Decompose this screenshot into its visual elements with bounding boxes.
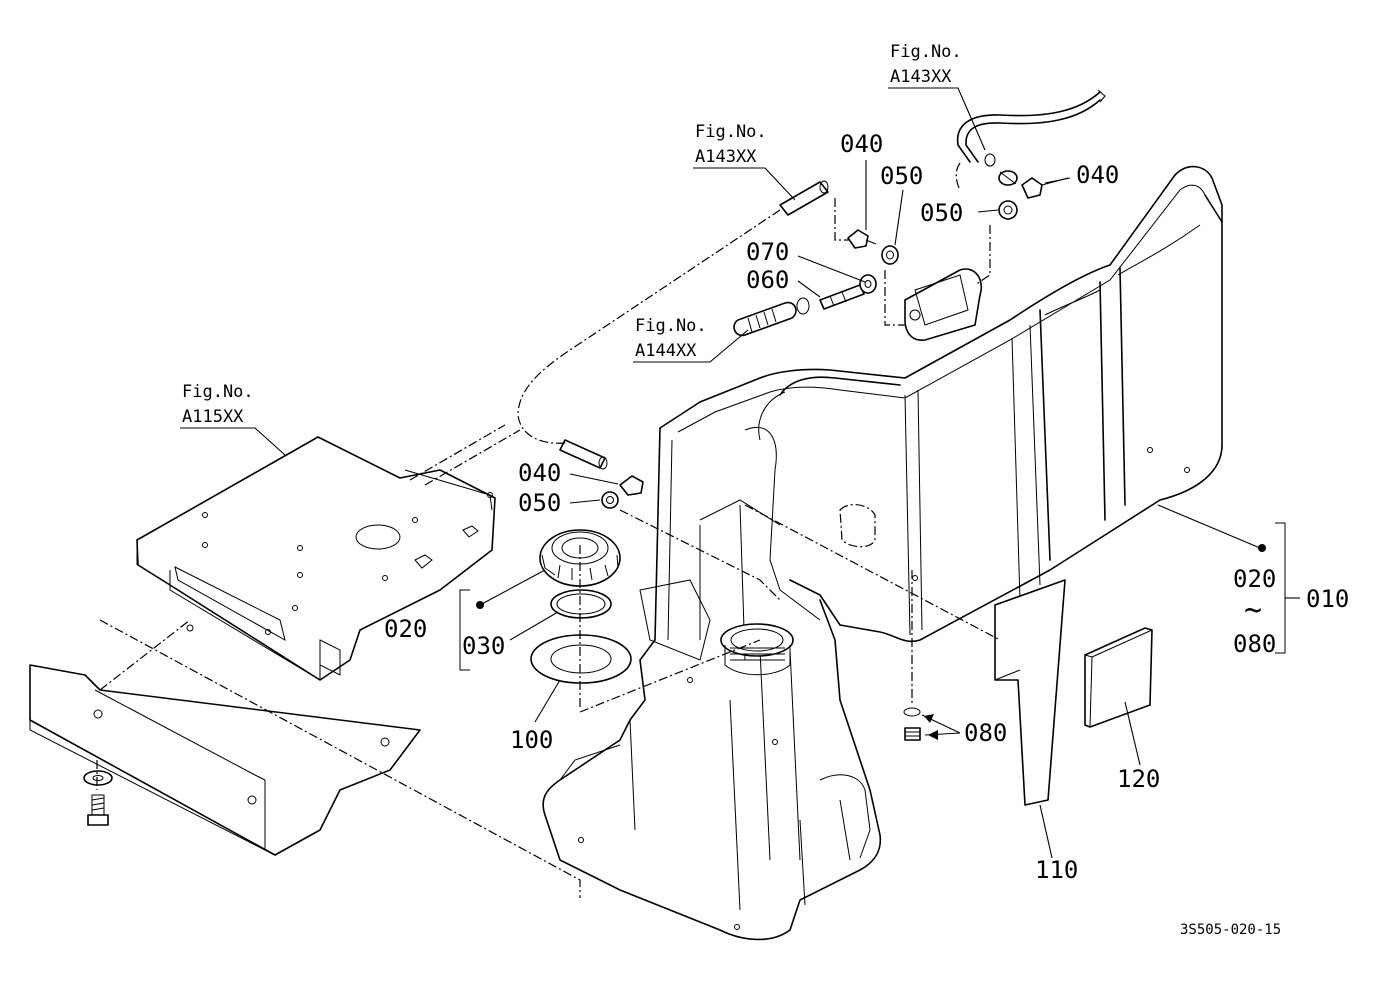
elbow-fitting-low — [619, 475, 644, 496]
centerlines — [96, 162, 1001, 898]
grommet-right — [998, 200, 1018, 220]
callout-010: 010 — [1306, 585, 1349, 613]
callout-120: 120 — [1117, 765, 1160, 793]
tank-bracket-plate — [136, 436, 496, 681]
drawing-code: 3S505-020-15 — [1180, 922, 1281, 938]
grommet-top — [881, 245, 899, 265]
cover-plate — [29, 624, 421, 856]
fig-ref-m-line2: A144XX — [635, 341, 697, 361]
hose-top-right — [956, 89, 1106, 163]
elbow-fitting-top — [847, 229, 877, 249]
callout-100: 100 — [510, 726, 553, 754]
fig-ref-tm-line2: A143XX — [695, 147, 757, 167]
fig-ref-m-line1: Fig.No. — [635, 316, 707, 336]
callout-050-top: 050 — [880, 162, 923, 190]
fig-ref-l-line2: A115XX — [182, 407, 244, 427]
callout-080-right: 080 — [1233, 630, 1276, 658]
gasket — [530, 634, 632, 684]
pad-110 — [994, 579, 1066, 806]
fig-ref-tr-line1: Fig.No. — [890, 42, 962, 62]
hose-clamp-top — [984, 153, 1018, 186]
grommet-low — [601, 491, 619, 509]
hose-middle — [733, 301, 797, 337]
callout-040-right: 040 — [1076, 161, 1119, 189]
callout-060: 060 — [746, 266, 789, 294]
part-callouts: 040 050 040 050 070 060 040 050 020 030 … — [384, 130, 1349, 884]
connector-pipe — [819, 284, 865, 310]
pad-120 — [1084, 627, 1153, 728]
fig-ref-tm-line1: Fig.No. — [695, 122, 767, 142]
callout-050-low: 050 — [518, 489, 561, 517]
fig-ref-l-line1: Fig.No. — [182, 382, 254, 402]
bolt — [83, 770, 113, 826]
fig-ref-tr-line2: A143XX — [890, 67, 952, 87]
dot-marker-left — [476, 601, 484, 609]
fuel-tank — [542, 165, 1223, 941]
figure-references: Fig.No. A143XX Fig.No. A143XX Fig.No. A1… — [182, 42, 962, 427]
hose-lower — [559, 439, 608, 470]
callout-050-right: 050 — [920, 199, 963, 227]
seal-ring — [550, 589, 612, 619]
callout-110: 110 — [1035, 856, 1078, 884]
washer-070 — [859, 274, 877, 294]
hose-upper — [779, 180, 829, 216]
hose-clamp-middle — [796, 297, 810, 315]
callout-040-low: 040 — [518, 459, 561, 487]
arrowheads-080 — [924, 714, 938, 740]
leader-lines — [180, 87, 1300, 859]
callout-070: 070 — [746, 238, 789, 266]
dot-marker-right — [1258, 544, 1266, 552]
callout-range-tilde: ~ — [1244, 593, 1262, 628]
elbow-fitting-right — [1021, 177, 1069, 199]
callout-030: 030 — [462, 632, 505, 660]
drain-plug — [903, 707, 921, 741]
callout-040-top: 040 — [840, 130, 883, 158]
callout-020-right: 020 — [1233, 565, 1276, 593]
callout-020-left: 020 — [384, 615, 427, 643]
callout-080: 080 — [964, 719, 1007, 747]
